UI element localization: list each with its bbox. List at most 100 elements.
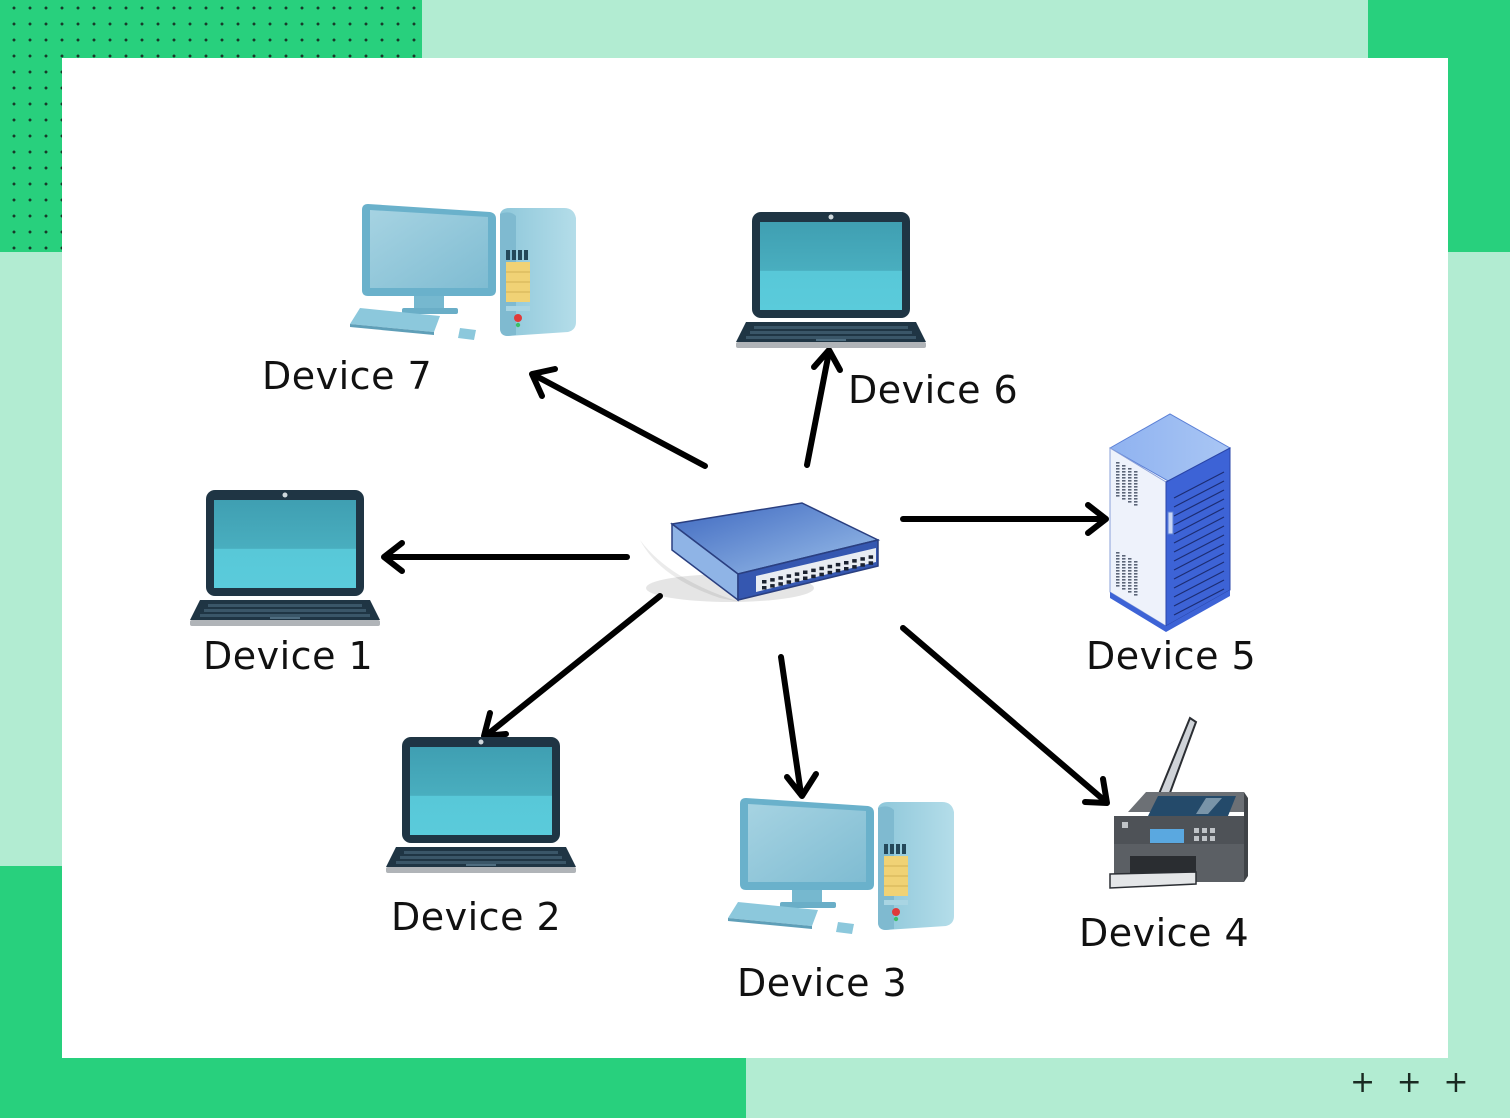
rack-vent-slot [1128, 477, 1132, 479]
rack-vent-slot [1128, 591, 1132, 593]
rack-vent-slot [1116, 465, 1120, 467]
server-rack-icon [1108, 413, 1232, 632]
rack-vent-slot [1134, 567, 1138, 569]
rack-grille-line [1173, 525, 1225, 553]
rack-vent-slot [1122, 486, 1126, 488]
rack-vent-slot [1122, 564, 1126, 566]
rack-vent-slot [1128, 501, 1132, 503]
rack-vent-slot [1116, 567, 1120, 569]
switch-port [844, 561, 849, 565]
device-label: Device 2 [391, 895, 562, 939]
rack-vent-slot [1134, 483, 1138, 485]
arrow-to-device-4 [900, 625, 1110, 806]
rack-vent-slot [1116, 570, 1120, 572]
rack-vent-slot [1134, 570, 1138, 572]
rack-grille-line [1173, 480, 1225, 508]
rack-vent-slot [1122, 483, 1126, 485]
rack-grille-line [1173, 516, 1225, 544]
rack-vent-slot [1134, 486, 1138, 488]
switch-port [811, 568, 816, 573]
rack-grille-line [1173, 507, 1225, 535]
switch-port [819, 572, 824, 577]
switch-port [860, 557, 865, 561]
rack-vent-slot [1128, 483, 1132, 485]
rack-vent-slot [1134, 561, 1138, 563]
switch-port [811, 574, 816, 579]
rack-vent-slot [1116, 495, 1120, 497]
rack-vent-slot [1128, 474, 1132, 476]
arrow-to-device-5 [900, 502, 1109, 536]
device-label: Device 6 [848, 368, 1019, 412]
rack-vent-slot [1116, 492, 1120, 494]
rack-vent-slot [1122, 471, 1126, 473]
arrow-to-device-2 [481, 593, 663, 739]
rack-vent-slot [1128, 489, 1132, 491]
rack-grille-line [1173, 588, 1225, 616]
rack-grille-line [1173, 552, 1225, 580]
switch-port [819, 566, 824, 571]
rack-vent-slot [1128, 480, 1132, 482]
rack-vent-slot [1134, 576, 1138, 578]
rack-grille-line [1173, 543, 1225, 571]
rack-vent-slot [1116, 558, 1120, 560]
rack-vent-slot [1122, 588, 1126, 590]
rack-vent-slot [1134, 489, 1138, 491]
desktop-computer-icon-device-3 [727, 797, 955, 935]
rack-vent-slot [1116, 486, 1120, 488]
laptop-icon-device-2 [386, 737, 576, 873]
rack-vent-slot [1128, 588, 1132, 590]
rack-vent-slot [1134, 591, 1138, 593]
switch-port [827, 570, 833, 575]
rack-vent-slot [1134, 498, 1138, 500]
rack-vent-slot [1134, 495, 1138, 497]
rack-vent-slot [1116, 555, 1120, 557]
device-label: Device 3 [737, 961, 908, 1005]
switch-port [794, 572, 800, 576]
switch-port [770, 584, 775, 588]
rack-vent-slot [1116, 480, 1120, 482]
rack-vent-slot [1122, 573, 1126, 575]
switch-port [778, 576, 783, 580]
rack-vent-slot [1128, 471, 1132, 473]
switch-port [868, 561, 874, 565]
rack-vent-slot [1116, 582, 1120, 584]
rack-vent-slot [1122, 570, 1126, 572]
switch-port [852, 565, 857, 569]
rack-vent-slot [1128, 498, 1132, 500]
switch-port [803, 570, 808, 574]
rack-vent-slot [1128, 564, 1132, 566]
rack-vent-slot [1116, 579, 1120, 581]
switch-port [860, 563, 865, 567]
rack-vent-slot [1122, 489, 1126, 491]
rack-vent-slot [1116, 483, 1120, 485]
switch-port [827, 564, 833, 569]
rack-vent-slot [1134, 480, 1138, 482]
desktop-computer-icon-device-7 [349, 203, 577, 341]
rack-vent-slot [1116, 564, 1120, 566]
rack-vent-slot [1122, 579, 1126, 581]
rack-vent-slot [1122, 474, 1126, 476]
rack-vent-slot [1128, 582, 1132, 584]
laptop-icon-device-1 [190, 490, 380, 626]
rack-vent-slot [1128, 573, 1132, 575]
rack-vent-slot [1122, 468, 1126, 470]
rack-grille-line [1173, 579, 1225, 607]
rack-vent-slot [1134, 594, 1138, 596]
rack-vent-slot [1122, 498, 1126, 500]
laptop-icon-device-6 [736, 212, 926, 348]
rack-vent-slot [1128, 486, 1132, 488]
rack-vent-slot [1116, 573, 1120, 575]
network-switch-icon [640, 502, 881, 602]
rack-vent-slot [1122, 561, 1126, 563]
rack-vent-slot [1128, 561, 1132, 563]
rack-vent-slot [1116, 561, 1120, 563]
rack-vent-slot [1128, 567, 1132, 569]
rack-vent-slot [1122, 480, 1126, 482]
arrow-to-device-3 [778, 654, 819, 799]
rack-vent-slot [1134, 582, 1138, 584]
rack-vent-slot [1134, 588, 1138, 590]
rack-vent-slot [1122, 555, 1126, 557]
rack-vent-slot [1134, 474, 1138, 476]
switch-port [786, 580, 792, 584]
rack-vent-slot [1116, 552, 1120, 554]
